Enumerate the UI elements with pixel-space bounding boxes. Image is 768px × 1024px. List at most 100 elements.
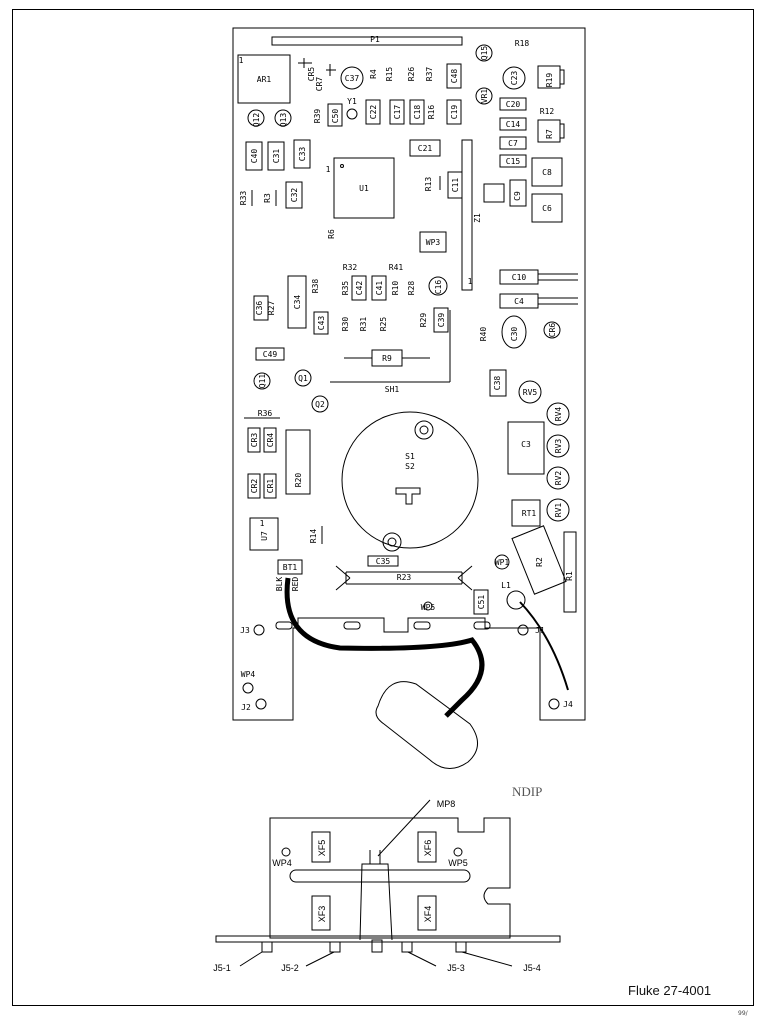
label-r35: R35 — [341, 281, 350, 296]
label-cr4: CR4 — [266, 433, 275, 448]
label-c33: C33 — [298, 147, 307, 162]
label-xf6: XF6 — [423, 840, 433, 857]
label-c21: C21 — [418, 144, 433, 153]
label-c30: C30 — [510, 327, 519, 342]
label-r12: R12 — [540, 107, 555, 116]
label-r29: R29 — [419, 313, 428, 328]
label-cr5: CR5 — [307, 67, 316, 82]
label-c34: C34 — [293, 295, 302, 310]
label-q12: Q12 — [252, 113, 261, 128]
label-u1: U1 — [359, 184, 369, 193]
label-c32: C32 — [290, 188, 299, 203]
label-s1: S1 — [405, 452, 415, 461]
label-z1: Z1 — [473, 213, 482, 223]
label-cr6: CR6 — [548, 323, 557, 338]
label-r18: R18 — [515, 39, 530, 48]
label-rv1: RV1 — [554, 503, 563, 518]
label-j5-4: J5-4 — [523, 963, 541, 973]
label-q11: Q11 — [258, 374, 267, 389]
label-r28: R28 — [407, 281, 416, 296]
label-c43: C43 — [317, 316, 326, 331]
label-u7: U7 — [260, 531, 269, 541]
label-r39: R39 — [313, 109, 322, 124]
label-j5-2: J5-2 — [281, 963, 299, 973]
label-u7-pin: 1 — [260, 519, 265, 528]
label-y1: Y1 — [347, 97, 357, 106]
label-c35: C35 — [376, 557, 391, 566]
label-rv2: RV2 — [554, 471, 563, 486]
switch-s1-s2 — [341, 411, 479, 549]
label-q13: Q13 — [279, 113, 288, 128]
label-c36: C36 — [255, 301, 264, 316]
label-c11: C11 — [451, 178, 460, 193]
label-p1: P1 — [370, 35, 380, 44]
label-mp8: MP8 — [437, 799, 456, 809]
label-c10: C10 — [512, 273, 527, 282]
label-r33: R33 — [239, 191, 248, 206]
label-r30: R30 — [341, 317, 350, 332]
label-c19: C19 — [450, 105, 459, 120]
label-c20: C20 — [506, 100, 521, 109]
label-r14: R14 — [309, 529, 318, 544]
figure-caption: Fluke 27-4001 — [628, 983, 712, 998]
label-c3: C3 — [521, 440, 531, 449]
label-red: RED — [291, 577, 300, 592]
ar1-body — [237, 54, 291, 104]
label-r32: R32 — [343, 263, 358, 272]
label-rv4: RV4 — [554, 407, 563, 422]
label-detail-wp5: WP5 — [448, 858, 468, 868]
label-bt1: BT1 — [283, 563, 298, 572]
label-c4: C4 — [514, 297, 524, 306]
label-rv3: RV3 — [554, 439, 563, 454]
label-r10: R10 — [391, 281, 400, 296]
label-vr1: VR1 — [480, 89, 489, 104]
label-c22: C22 — [369, 105, 378, 120]
label-c9: C9 — [513, 191, 522, 201]
c37-cap — [340, 66, 364, 90]
corner-mark: 99/ — [738, 1010, 748, 1017]
label-r3: R3 — [263, 193, 272, 203]
label-wp5: WP5 — [421, 603, 436, 612]
label-c14: C14 — [506, 120, 521, 129]
label-detail-wp4: WP4 — [272, 858, 292, 868]
label-s2: S2 — [405, 462, 415, 471]
label-c40: C40 — [250, 149, 259, 164]
label-c39: C39 — [437, 313, 446, 328]
label-r19: R19 — [545, 73, 554, 88]
label-wp4: WP4 — [241, 670, 256, 679]
label-c42: C42 — [355, 281, 364, 296]
label-c17: C17 — [393, 105, 402, 120]
label-r4: R4 — [369, 69, 378, 79]
label-j3: J3 — [240, 626, 250, 635]
label-r1: R1 — [565, 571, 574, 581]
label-r41: R41 — [389, 263, 404, 272]
label-r6: R6 — [327, 229, 336, 239]
label-c49: C49 — [263, 350, 278, 359]
label-blk: BLK — [275, 577, 284, 592]
label-j5-3: J5-3 — [447, 963, 465, 973]
label-cr7: CR7 — [315, 77, 324, 92]
label-r16: R16 — [427, 105, 436, 120]
label-wp3: WP3 — [426, 238, 441, 247]
label-r37: R37 — [425, 67, 434, 82]
label-c15: C15 — [506, 157, 521, 166]
page-frame — [12, 9, 754, 1006]
label-c37: C37 — [345, 74, 360, 83]
detail-outline — [269, 817, 511, 939]
label-c8: C8 — [542, 168, 552, 177]
label-l1: L1 — [501, 581, 511, 590]
label-sh1: SH1 — [385, 385, 400, 394]
label-xf4: XF4 — [423, 906, 433, 923]
label-j1: J1 — [535, 626, 545, 635]
label-r27: R27 — [267, 301, 276, 316]
label-r31: R31 — [359, 317, 368, 332]
label-cr1: CR1 — [266, 479, 275, 494]
label-c16: C16 — [434, 280, 443, 295]
label-c48: C48 — [450, 69, 459, 84]
label-r26: R26 — [407, 67, 416, 82]
label-q15: Q15 — [480, 46, 489, 61]
label-ar1-pin: 1 — [239, 56, 244, 65]
label-c6: C6 — [542, 204, 552, 213]
label-j2: J2 — [241, 703, 251, 712]
